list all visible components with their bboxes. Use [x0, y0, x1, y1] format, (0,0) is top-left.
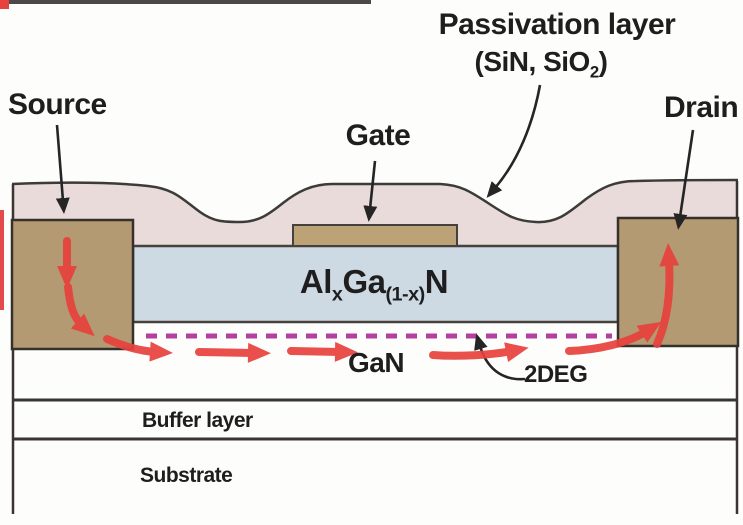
twodeg-label: 2DEG	[524, 361, 588, 388]
passivation-materials-pre: (SiN, SiO	[474, 46, 591, 77]
barrier-formula-seg2: Ga	[342, 263, 386, 300]
barrier-formula-seg1: Al	[299, 263, 333, 300]
flow-arrow-source-curve	[64, 283, 95, 337]
gate-label: Gate	[345, 119, 411, 152]
barrier-layer	[131, 244, 620, 324]
label-pointer-arrows	[55, 84, 695, 381]
substrate-label: Substrate	[140, 464, 233, 487]
annotation-artifact-top-bar	[9, 0, 371, 4]
passivation-pointer-arrow	[486, 84, 542, 198]
barrier-formula-sub1: x	[331, 283, 343, 306]
drain-pointer-arrow	[673, 129, 695, 230]
source-pointer-arrow	[55, 124, 70, 214]
source-label: Source	[8, 88, 107, 121]
source-contact	[10, 218, 135, 351]
flow-arrow-channel-2	[195, 342, 271, 363]
barrier-formula-seg3: N	[424, 263, 449, 300]
buffer-layer-label: Buffer layer	[142, 409, 253, 432]
passivation-top-outline	[11, 178, 739, 224]
passivation-materials-sub: 2	[589, 62, 599, 82]
drain-label: Drain	[664, 91, 739, 124]
flow-arrow-drain-up	[653, 243, 680, 348]
passivation-materials-label: (SiN, SiO2)	[474, 46, 608, 81]
gate-pointer-arrow	[363, 160, 378, 222]
passivation-materials-post: )	[598, 46, 608, 77]
passivation-label: Passivation layer	[438, 8, 676, 41]
drain-contact	[616, 216, 740, 348]
flow-arrow-channel-1	[103, 335, 173, 362]
electron-flow-arrows	[57, 237, 680, 363]
flow-arrow-channel-4	[429, 342, 529, 362]
barrier-formula-label: AlxGa(1-x)N	[299, 263, 449, 304]
channel-label: GaN	[347, 347, 405, 378]
flow-arrow-drain-curve	[565, 321, 662, 355]
gate-contact	[292, 224, 458, 247]
barrier-formula-sub2: (1-x)	[385, 283, 425, 306]
annotation-artifact-corner	[0, 0, 9, 9]
annotation-artifact-left-line	[0, 210, 4, 310]
flow-arrow-channel-3	[287, 341, 358, 362]
